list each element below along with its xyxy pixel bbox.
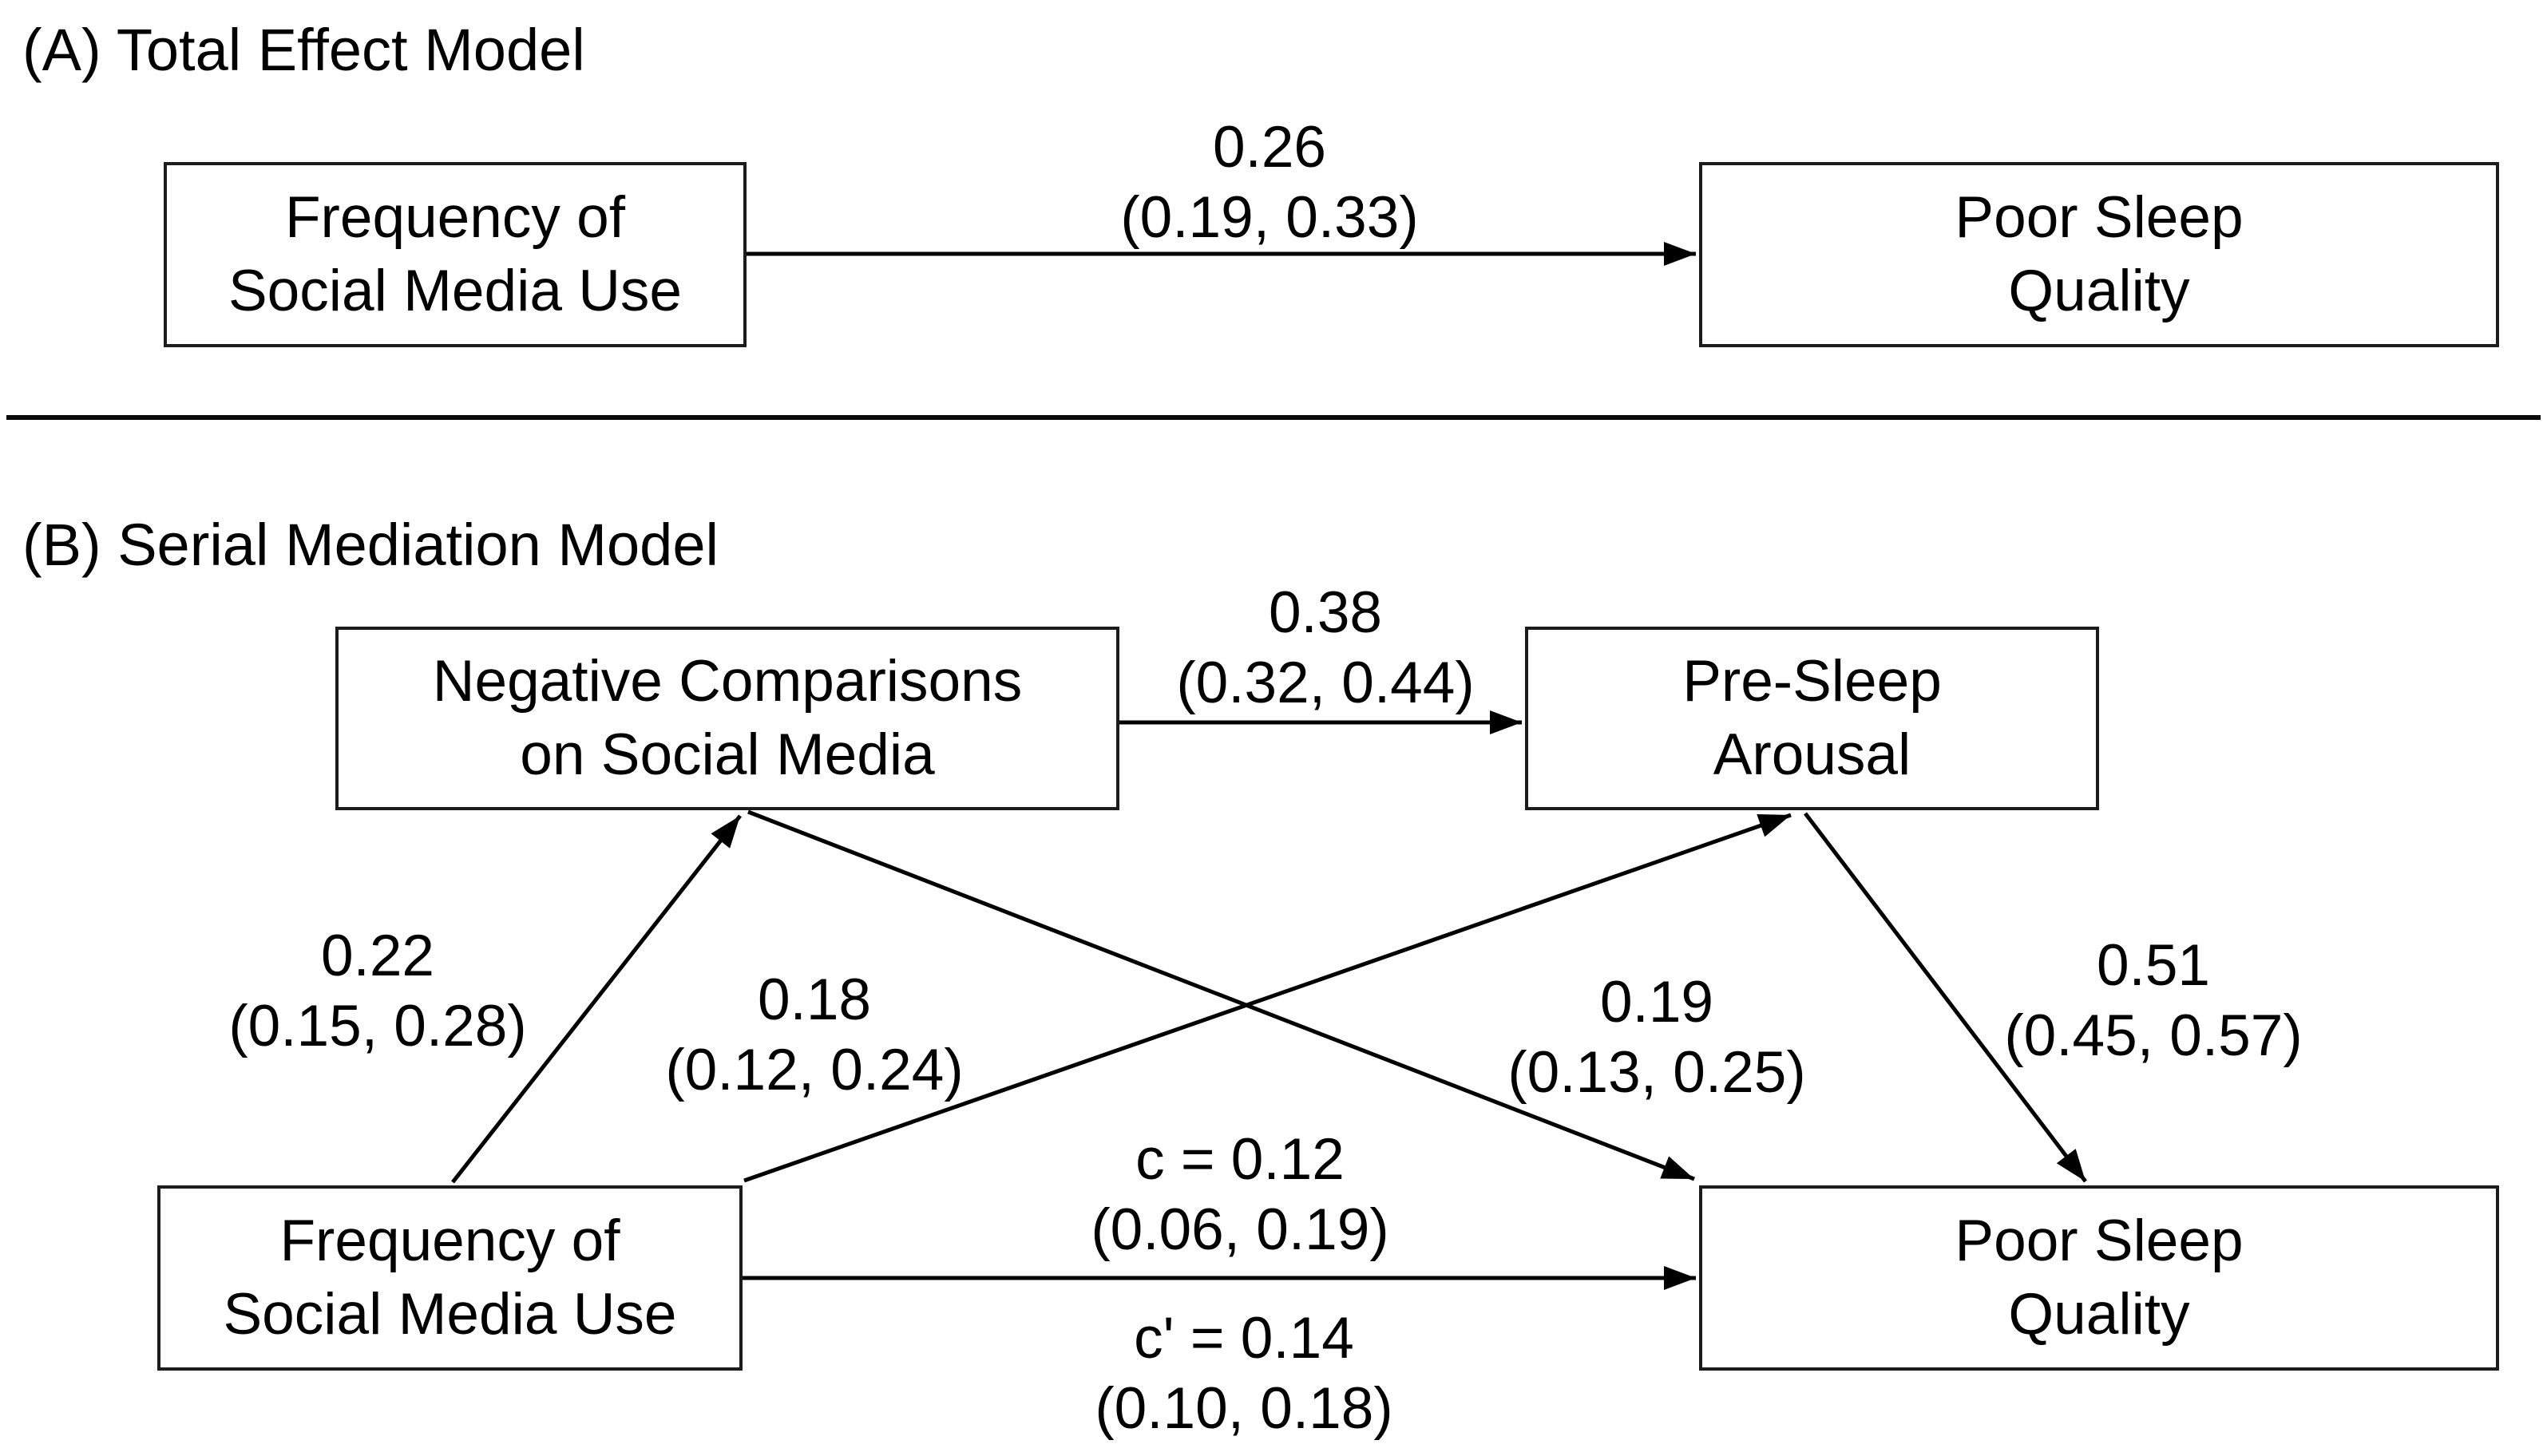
panel-a-title: (A) Total Effect Model bbox=[22, 17, 585, 83]
node-a-poor-sleep-quality: Poor Sleep Quality bbox=[1699, 162, 2499, 347]
arrow-b-arousal-to-sleep bbox=[1804, 812, 2087, 1183]
arrow-b-comparisons-to-sleep bbox=[747, 809, 1695, 1181]
label-total-effect-c-coefficient: c = 0.12 (0.06, 0.19) bbox=[1091, 1127, 1389, 1262]
label-total-effect-coefficient: 0.26 (0.19, 0.33) bbox=[1120, 115, 1419, 250]
arrow-b-frequency-to-comparisons bbox=[451, 814, 742, 1184]
arrow-b-frequency-to-arousal bbox=[743, 813, 1792, 1183]
panel-b-title: (B) Serial Mediation Model bbox=[22, 512, 719, 578]
label-direct-effect-c-prime-coefficient: c' = 0.14 (0.10, 0.18) bbox=[1095, 1306, 1393, 1441]
label-comparisons-to-arousal-coefficient: 0.38 (0.32, 0.44) bbox=[1176, 580, 1475, 715]
label-frequency-to-comparisons-coefficient: 0.22 (0.15, 0.28) bbox=[228, 924, 527, 1058]
node-b-pre-sleep-arousal: Pre-Sleep Arousal bbox=[1525, 627, 2099, 810]
node-a-frequency-of-social-media-use: Frequency of Social Media Use bbox=[164, 162, 747, 347]
node-b-negative-comparisons: Negative Comparisons on Social Media bbox=[335, 627, 1119, 810]
label-frequency-to-arousal-coefficient: 0.18 (0.12, 0.24) bbox=[665, 967, 964, 1102]
label-arousal-to-sleep-coefficient: 0.51 (0.45, 0.57) bbox=[2004, 933, 2303, 1068]
node-b-frequency-of-social-media-use: Frequency of Social Media Use bbox=[157, 1185, 743, 1371]
node-b-poor-sleep-quality: Poor Sleep Quality bbox=[1699, 1185, 2499, 1371]
label-comparisons-to-sleep-coefficient: 0.19 (0.13, 0.25) bbox=[1507, 970, 1806, 1105]
